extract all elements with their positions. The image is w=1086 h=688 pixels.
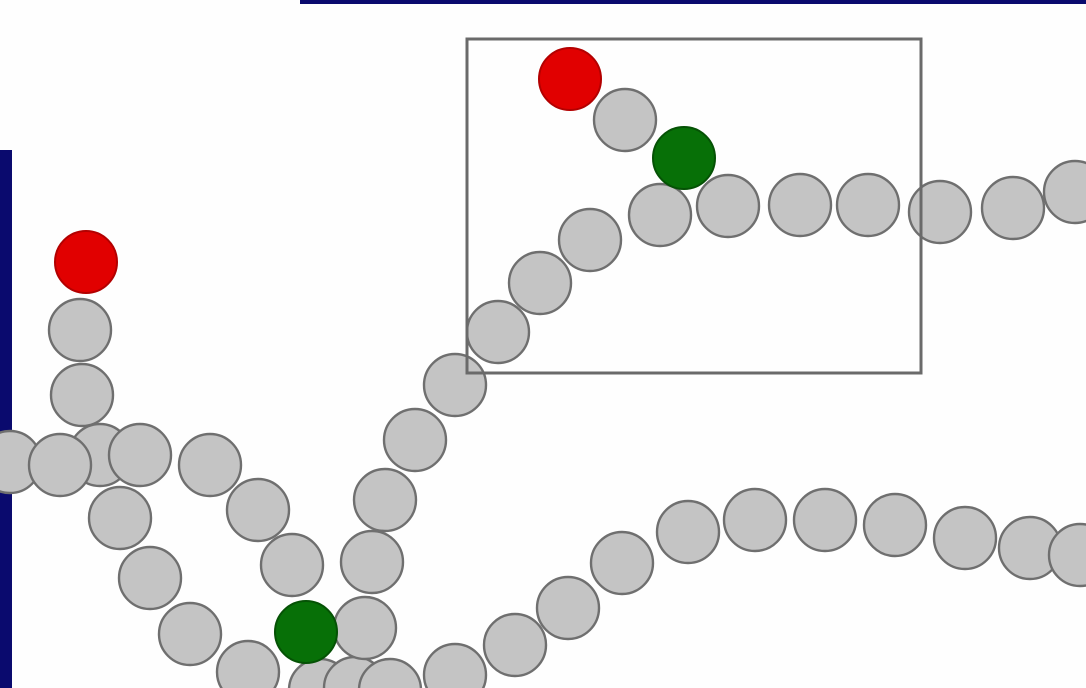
gray-bead	[629, 184, 691, 246]
gray-bead	[697, 175, 759, 237]
green-branch-bead-bottom	[275, 601, 337, 663]
gray-bead	[724, 489, 786, 551]
gray-bead	[424, 644, 486, 688]
gray-bead	[227, 479, 289, 541]
gray-bead	[934, 507, 996, 569]
gray-bead	[559, 209, 621, 271]
gray-bead	[837, 174, 899, 236]
gray-bead	[591, 532, 653, 594]
gray-bead	[864, 494, 926, 556]
gray-bead	[217, 641, 279, 688]
green-branch-bead-top	[653, 127, 715, 189]
gray-bead	[334, 597, 396, 659]
gray-bead	[119, 547, 181, 609]
gray-bead	[769, 174, 831, 236]
gray-bead	[384, 409, 446, 471]
central-diagonal-arm	[289, 184, 691, 688]
gray-bead	[159, 603, 221, 665]
gray-bead	[982, 177, 1044, 239]
gray-bead	[261, 534, 323, 596]
gray-bead	[1044, 161, 1086, 223]
gray-bead	[29, 434, 91, 496]
gray-bead	[424, 354, 486, 416]
gray-bead	[484, 614, 546, 676]
red-end-bead-left	[55, 231, 117, 293]
bead-chains	[0, 48, 1086, 688]
gray-bead	[467, 301, 529, 363]
gray-bead	[341, 531, 403, 593]
gray-bead	[909, 181, 971, 243]
gray-bead	[537, 577, 599, 639]
gray-bead	[89, 487, 151, 549]
gray-bead	[594, 89, 656, 151]
gray-bead	[657, 501, 719, 563]
gray-bead	[794, 489, 856, 551]
gray-bead	[354, 469, 416, 531]
gray-bead	[49, 299, 111, 361]
gray-bead	[509, 252, 571, 314]
gray-bead	[109, 424, 171, 486]
red-end-bead-top	[539, 48, 601, 110]
gray-bead	[51, 364, 113, 426]
gray-bead	[179, 434, 241, 496]
lower-right-arm	[424, 489, 1086, 688]
